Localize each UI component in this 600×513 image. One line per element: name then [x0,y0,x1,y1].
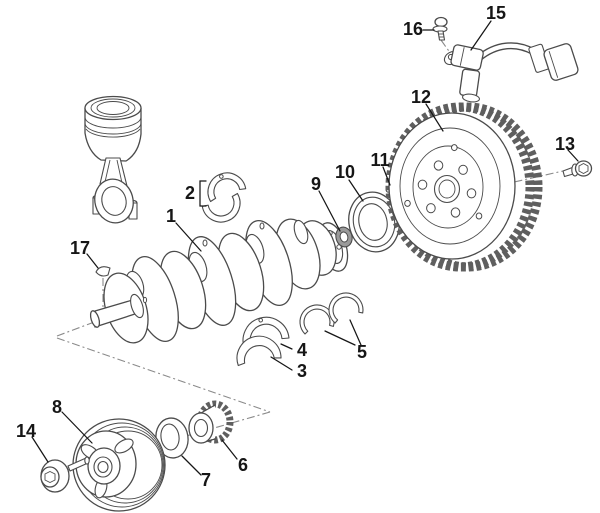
crankshaft [89,218,349,344]
callout-label-9: 9 [311,174,321,194]
callout-label-2: 2 [185,183,195,203]
callout-leader-lines [31,20,579,476]
callout-label-10: 10 [335,162,355,182]
bearing-shell-upper-4 [242,316,290,351]
woodruff-key [95,266,111,277]
callout-label-15: 15 [486,3,506,23]
callout-label-14: 14 [16,421,36,441]
callout-label-5: 5 [357,342,367,362]
crankshaft-pulley [72,418,166,512]
callout-label-4: 4 [297,340,307,360]
callout-label-16: 16 [403,19,423,39]
callout-labels: 1 2 3 4 5 6 7 8 9 10 11 12 13 14 15 16 1… [16,3,575,490]
callout-label-17: 17 [70,238,90,258]
thrust-washers [299,292,364,335]
sensor-bolt [432,16,448,41]
callout-label-8: 8 [52,397,62,417]
callout-label-12: 12 [411,87,431,107]
flywheel [385,102,543,272]
spacer-ring [155,417,189,459]
piston-connecting-rod [84,95,142,224]
bearing-shell-lower-3 [236,335,282,367]
crankshaft-position-sensor [443,42,579,103]
callout-label-1: 1 [166,206,176,226]
callout-label-6: 6 [238,455,248,475]
callout-label-3: 3 [297,361,307,381]
callout-label-7: 7 [201,470,211,490]
callout-bracket-2 [199,180,207,207]
timing-gear [188,400,234,444]
flywheel-bolt [562,160,593,178]
callout-label-11: 11 [370,150,389,170]
main-bearing-shell-pair [201,172,247,223]
seal-ring [335,226,353,248]
pulley-bolt-washer [40,456,90,493]
callout-label-13: 13 [555,134,575,154]
